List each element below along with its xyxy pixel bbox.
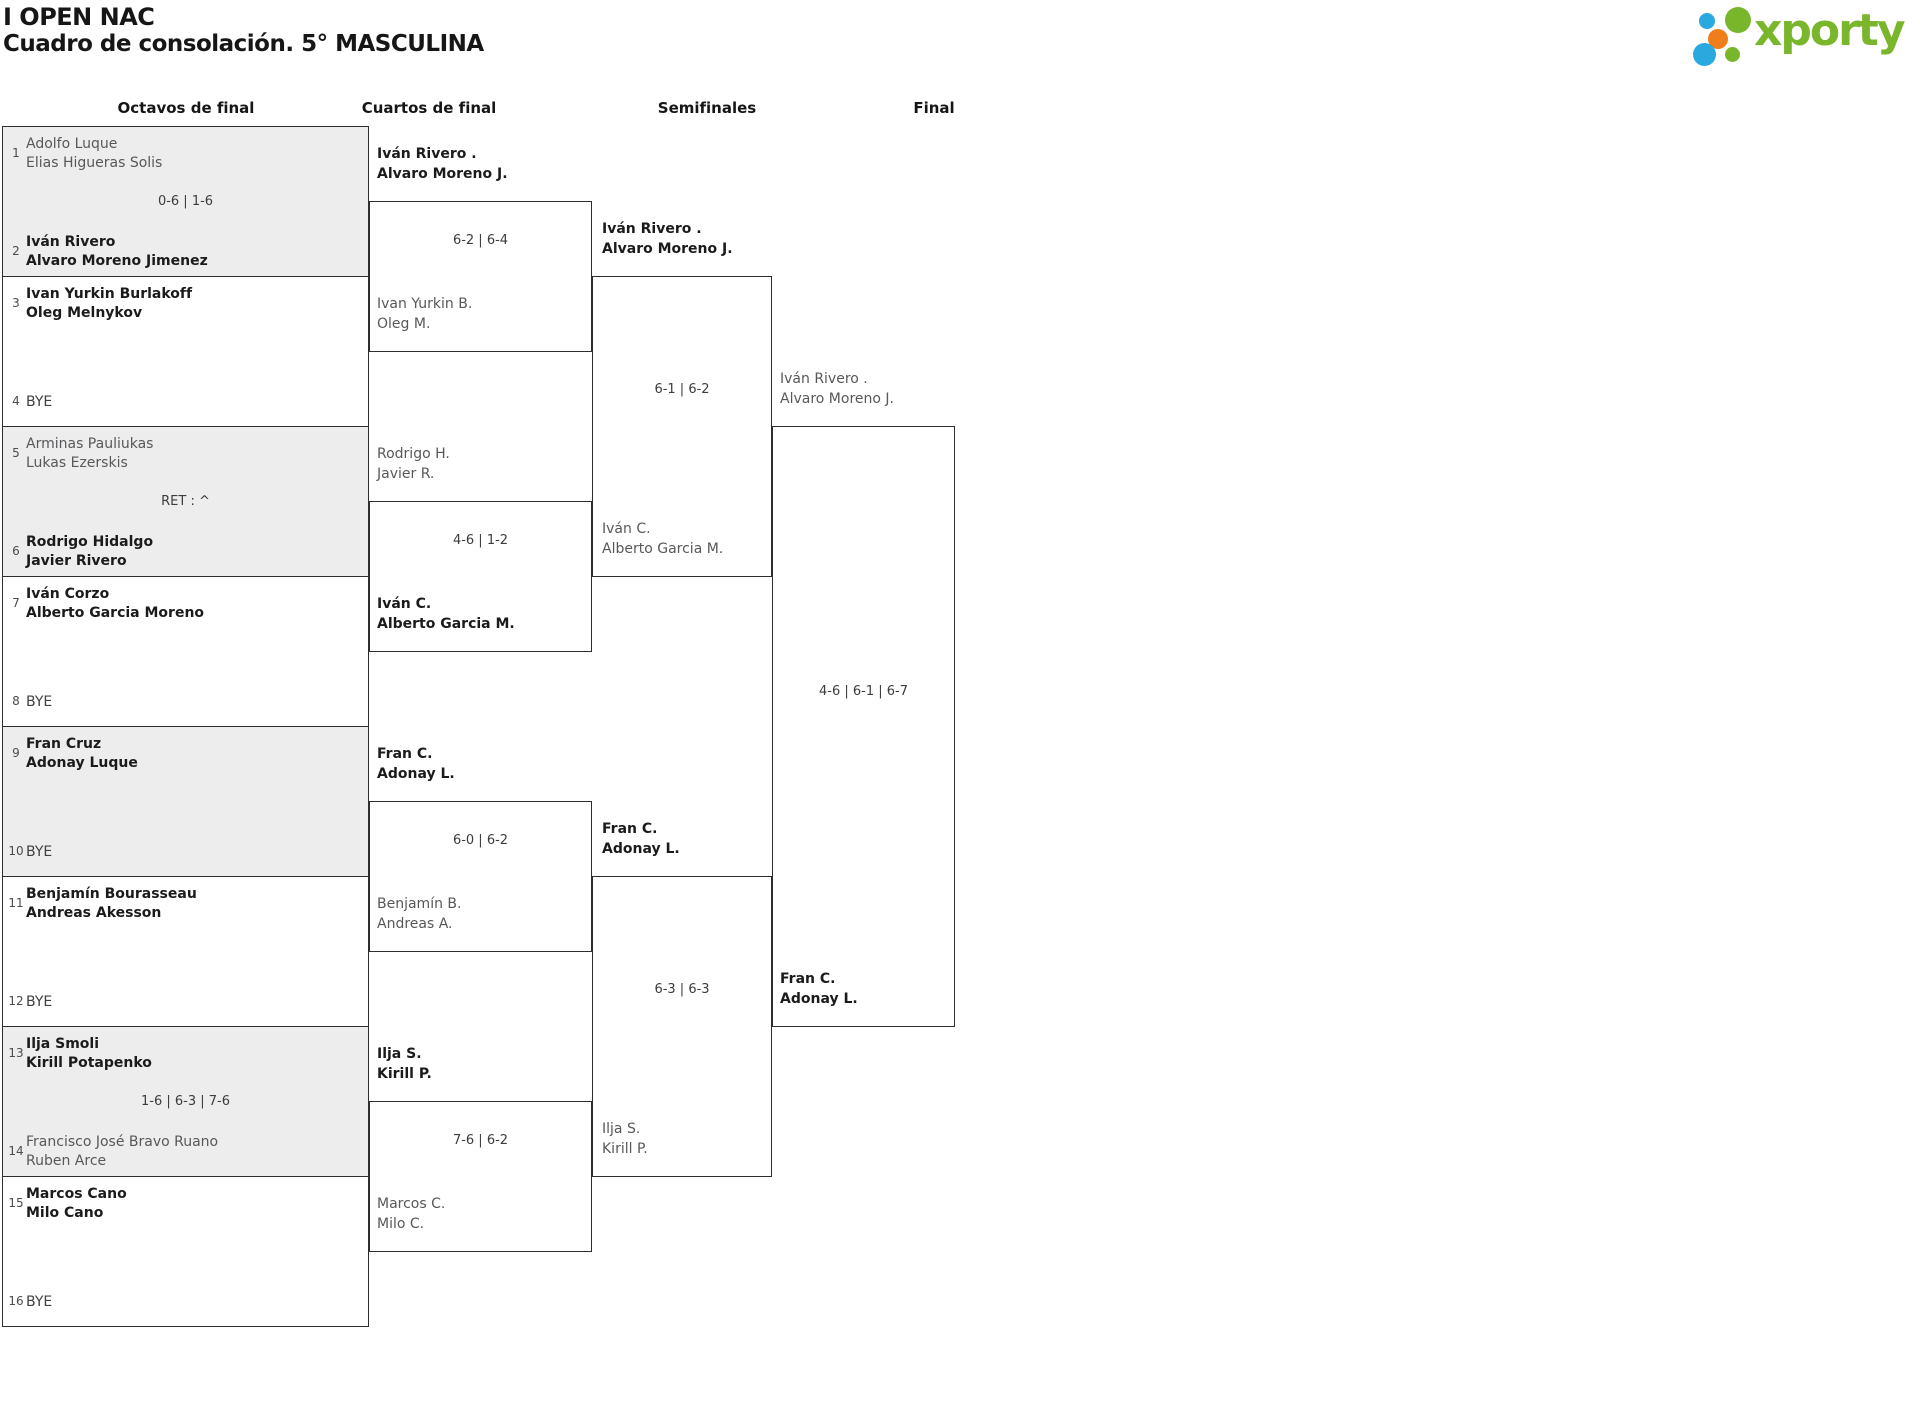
seed-label: 7: [12, 596, 20, 610]
seed-label: 5: [12, 446, 20, 460]
seed-label: 8: [12, 694, 20, 708]
team-name-bye: BYE: [26, 394, 53, 410]
cuartos-team-label: Benjamín B.Andreas A.: [377, 896, 462, 932]
semifinal-box-2: [592, 876, 772, 1177]
seed-label: 10: [8, 844, 24, 858]
logo-wordmark: xporty: [1754, 5, 1906, 56]
xporty-logo[interactable]: xporty: [1680, 4, 1912, 66]
cuartos-score-3: 6-0 | 6-2: [452, 833, 509, 848]
logo-dot-blue-large: [1693, 43, 1716, 66]
team-name-bye: BYE: [26, 994, 53, 1010]
round-header-final: Final: [913, 99, 955, 117]
semifinal-team-label: Ilja S.Kirill P.: [602, 1121, 648, 1157]
semifinal-score-2: 6-3 | 6-3: [654, 982, 710, 997]
octavos-score-7: 1-6 | 6-3 | 7-6: [141, 1094, 230, 1109]
cuartos-team-label: Ilja S.Kirill P.: [377, 1046, 432, 1082]
team-name-bye: BYE: [26, 844, 53, 860]
semifinal-team-label: Iván Rivero .Alvaro Moreno J.: [602, 221, 733, 257]
seed-label: 12: [8, 994, 24, 1008]
semifinal-team-label: Iván C.Alberto Garcia M.: [602, 521, 724, 557]
seed-label: 13: [8, 1046, 24, 1060]
final-team-label: Fran C.Adonay L.: [780, 971, 858, 1007]
round-header-semifinales: Semifinales: [657, 99, 757, 117]
cuartos-box-3: [369, 801, 592, 952]
semifinal-score-1: 6-1 | 6-2: [654, 382, 710, 397]
seed-label: 14: [8, 1144, 24, 1158]
cuartos-team-label: Ivan Yurkin B.Oleg M.: [377, 296, 473, 332]
logo-dot-blue-small: [1699, 13, 1715, 29]
logo-dot-orange: [1708, 29, 1728, 49]
team-name-bye: BYE: [26, 1294, 53, 1310]
cuartos-box-4: [369, 1101, 592, 1252]
tournament-name: I OPEN NAC: [3, 3, 155, 31]
cuartos-team-label: Iván C.Alberto Garcia M.: [377, 596, 515, 632]
seed-label: 11: [8, 896, 24, 910]
cuartos-team-label: Iván Rivero .Alvaro Moreno J.: [377, 146, 508, 182]
final-score: 4-6 | 6-1 | 6-7: [819, 684, 908, 699]
seed-label: 2: [12, 244, 20, 258]
cuartos-team-label: Marcos C.Milo C.: [377, 1196, 446, 1232]
final-box: [772, 426, 955, 1027]
semifinal-box-1: [592, 276, 772, 577]
round-header-cuartos: Cuartos de final: [361, 99, 497, 117]
cuartos-team-label: Rodrigo H.Javier R.: [377, 446, 450, 482]
cuartos-score-1: 6-2 | 6-4: [452, 233, 509, 248]
cuartos-team-label: Fran C.Adonay L.: [377, 746, 455, 782]
draw-name: Cuadro de consolación. 5° MASCULINA: [3, 31, 484, 57]
cuartos-score-2: 4-6 | 1-2: [452, 533, 509, 548]
seed-label: 9: [12, 746, 20, 760]
cuartos-box-2: [369, 501, 592, 652]
seed-label: 16: [8, 1294, 24, 1308]
cuartos-box-1: [369, 201, 592, 352]
cuartos-score-4: 7-6 | 6-2: [452, 1133, 509, 1148]
round-header-octavos: Octavos de final: [117, 99, 255, 117]
seed-label: 4: [12, 394, 20, 408]
octavos-score-3: RET : ^: [161, 494, 210, 509]
final-team-label: Iván Rivero .Alvaro Moreno J.: [780, 371, 894, 407]
logo-dot-green-small: [1725, 47, 1740, 62]
seed-label: 3: [12, 296, 20, 310]
octavos-score-1: 0-6 | 1-6: [157, 194, 214, 209]
seed-label: 1: [12, 146, 20, 160]
seed-label: 6: [12, 544, 20, 558]
logo-dot-green-large: [1725, 7, 1751, 33]
seed-label: 15: [8, 1196, 24, 1210]
team-name-bye: BYE: [26, 694, 53, 710]
semifinal-team-label: Fran C.Adonay L.: [602, 821, 680, 857]
